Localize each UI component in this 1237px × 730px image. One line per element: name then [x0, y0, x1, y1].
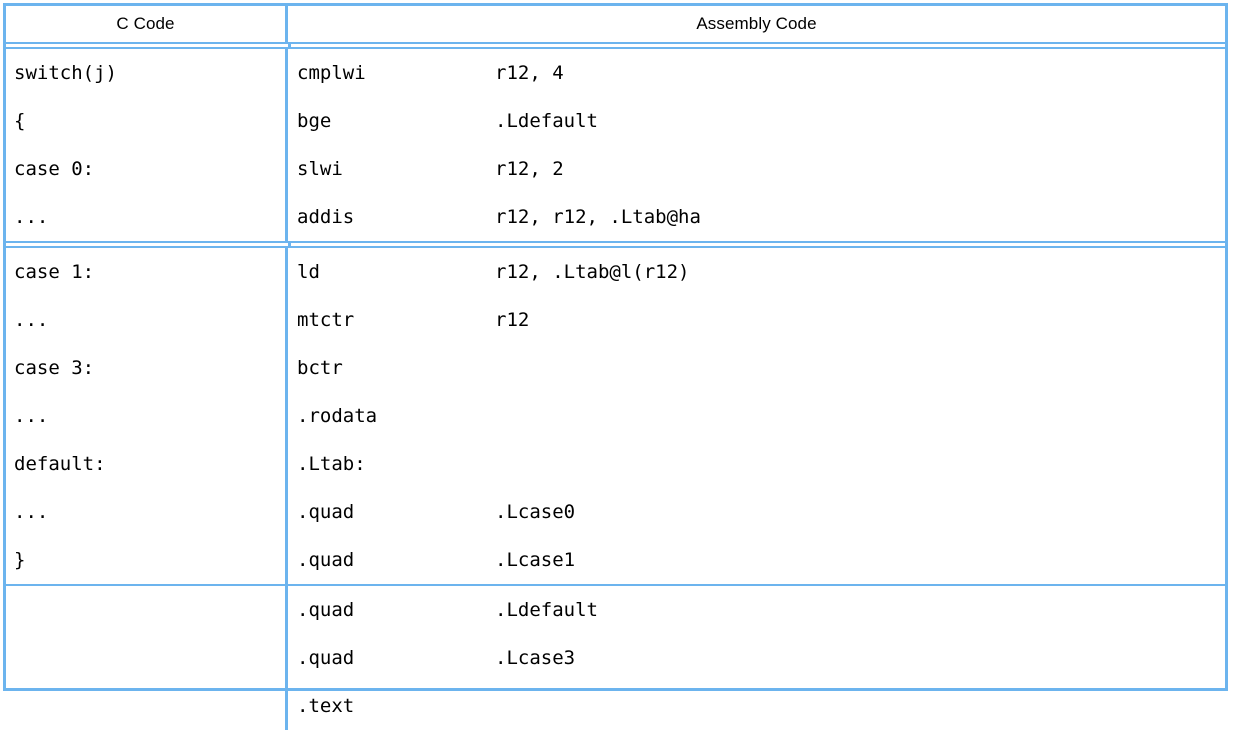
c-code-line: ... — [14, 309, 49, 331]
c-code-empty-line — [6, 682, 285, 730]
assembly-code-cell-group-3: .quad .Ldefault .quad .Lcase3 .text — [288, 586, 1225, 730]
assembly-code-line: ld r12, .Ltab@l(r12) — [288, 248, 1225, 296]
c-code-line: default: — [14, 453, 106, 475]
assembly-code-line: .quad .Lcase0 — [288, 488, 1225, 536]
table-header-row: C Code Assembly Code — [6, 6, 1225, 42]
assembly-code-line: .quad .Ldefault — [288, 586, 1225, 634]
assembly-code-line: mtctr r12 — [288, 296, 1225, 344]
column-header-assembly-code-label: Assembly Code — [696, 14, 817, 33]
column-header-assembly-code: Assembly Code — [288, 6, 1225, 42]
assembly-code-line: .quad .Lcase1 — [288, 536, 1225, 584]
assembly-code-line: cmplwi r12, 4 — [288, 49, 1225, 97]
assembly-operands: .Ldefault — [495, 599, 598, 621]
assembly-code-cell-group-2: ld r12, .Ltab@l(r12) mtctr r12 bctr .rodat… — [288, 248, 1225, 584]
table-group-3: .quad .Ldefault .quad .Lcase3 .text — [6, 586, 1225, 730]
assembly-code-line: bge .Ldefault — [288, 97, 1225, 145]
assembly-mnemonic: .Ltab: — [297, 453, 366, 475]
c-code-cell-group-2: case 1: ... case 3: ... default: ... } — [6, 248, 288, 584]
assembly-code-line: .Ltab: — [288, 440, 1225, 488]
c-code-cell-group-1: switch(j) { case 0: ... — [6, 49, 288, 241]
assembly-mnemonic: bctr — [297, 357, 343, 379]
assembly-code-line: .rodata — [288, 392, 1225, 440]
c-code-line: ... — [14, 405, 49, 427]
assembly-mnemonic: cmplwi — [297, 62, 366, 84]
assembly-mnemonic: .quad — [297, 549, 355, 571]
c-code-line: case 0: — [14, 158, 95, 180]
c-code-line: switch(j) — [14, 62, 117, 84]
assembly-mnemonic: slwi — [297, 158, 343, 180]
assembly-mnemonic: mtctr — [297, 309, 355, 331]
c-code-line: case 3: — [14, 357, 95, 379]
c-code-cell-group-3 — [6, 586, 288, 730]
column-header-c-code: C Code — [6, 6, 288, 42]
assembly-mnemonic: .quad — [297, 501, 355, 523]
table-group-1: switch(j) { case 0: ... cmplwi r12, 4 bge… — [6, 49, 1225, 241]
c-code-line: ... — [14, 206, 49, 228]
assembly-operands: r12 — [495, 309, 530, 331]
c-code-line: ... — [14, 501, 49, 523]
assembly-code-line: .quad .Lcase3 — [288, 634, 1225, 682]
code-comparison-table: C Code Assembly Code switch(j) { case 0:… — [3, 3, 1228, 730]
assembly-mnemonic: .quad — [297, 599, 355, 621]
group-separator-rule-1 — [6, 241, 1225, 248]
assembly-mnemonic: bge — [297, 110, 332, 132]
assembly-mnemonic: addis — [297, 206, 355, 228]
assembly-operands: .Ldefault — [495, 110, 598, 132]
c-code-line: { — [14, 110, 26, 132]
assembly-operands: .Lcase1 — [495, 549, 576, 571]
c-code-line: } — [14, 549, 26, 571]
assembly-operands: r12, 4 — [495, 62, 564, 84]
c-code-empty-line — [6, 586, 285, 634]
assembly-code-line: slwi r12, 2 — [288, 145, 1225, 193]
assembly-code-line: .text — [288, 682, 1225, 730]
column-header-c-code-label: C Code — [116, 14, 175, 33]
table-group-2: case 1: ... case 3: ... default: ... } l… — [6, 248, 1225, 584]
assembly-code-cell-group-1: cmplwi r12, 4 bge .Ldefault slwi r12, 2 add… — [288, 49, 1225, 241]
assembly-code-line: bctr — [288, 344, 1225, 392]
assembly-operands: r12, .Ltab@l(r12) — [495, 261, 690, 283]
c-code-empty-line — [6, 634, 285, 682]
assembly-mnemonic: ld — [297, 261, 320, 283]
assembly-operands: .Lcase0 — [495, 501, 576, 523]
group-separator-rule-2 — [6, 584, 1225, 586]
c-code-line: case 1: — [14, 261, 95, 283]
assembly-operands: r12, 2 — [495, 158, 564, 180]
assembly-operands: .Lcase3 — [495, 647, 576, 669]
assembly-mnemonic: .text — [297, 695, 355, 717]
assembly-mnemonic: .rodata — [297, 405, 378, 427]
header-separator-rule — [6, 42, 1225, 49]
assembly-mnemonic: .quad — [297, 647, 355, 669]
assembly-operands: r12, r12, .Ltab@ha — [495, 206, 701, 228]
assembly-code-line: addis r12, r12, .Ltab@ha — [288, 193, 1225, 241]
